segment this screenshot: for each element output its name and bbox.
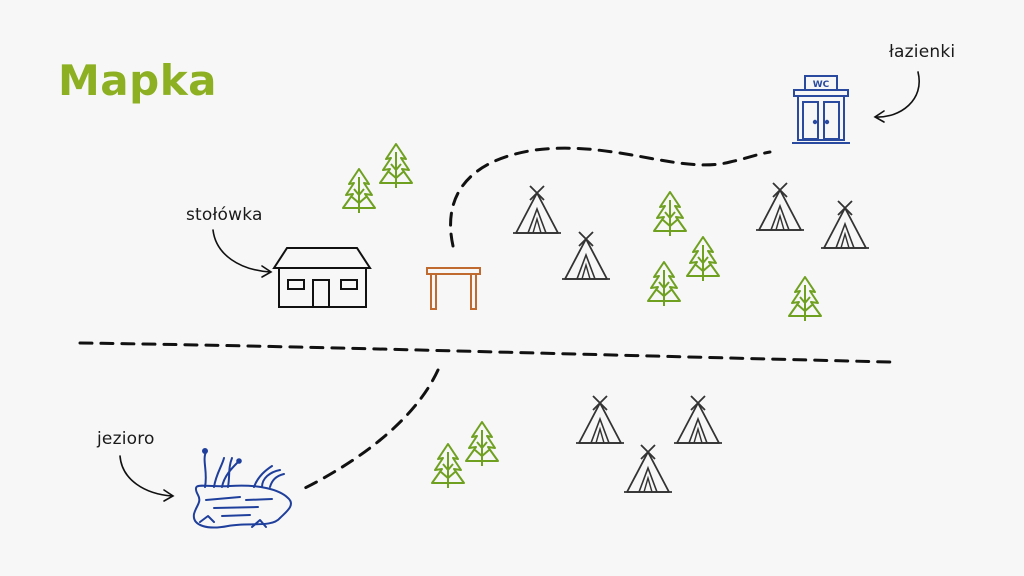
tent-icon <box>575 395 625 444</box>
page-title: Mapka <box>58 56 217 105</box>
arrow-lazienki-head <box>873 110 885 123</box>
tent-icon <box>673 395 723 444</box>
canteen-building-icon <box>272 247 372 308</box>
label-jezioro: jezioro <box>97 429 155 449</box>
lake-icon <box>192 448 292 529</box>
tent-icon <box>512 185 562 234</box>
tree-icon <box>653 191 687 237</box>
label-stolowka: stołówka <box>186 205 263 225</box>
gate-icon <box>426 267 481 310</box>
arrow-jezioro-head <box>163 489 175 502</box>
arrow-lazienki <box>875 71 920 118</box>
tent-icon <box>561 231 611 280</box>
path-main-horizontal <box>78 341 892 364</box>
tree-icon <box>686 236 720 282</box>
paths <box>78 146 892 490</box>
tree-icon <box>431 443 465 489</box>
label-lazienki: łazienki <box>889 42 956 62</box>
tree-icon <box>465 421 499 467</box>
label-arrows <box>119 71 920 502</box>
wc-sign-text: WC <box>813 80 830 90</box>
tent-icon <box>755 182 805 231</box>
tree-icon <box>647 261 681 307</box>
path-to-lake <box>303 368 440 490</box>
arrow-jezioro <box>119 455 173 497</box>
arrow-stolowka-head <box>261 265 273 278</box>
restroom-building-icon <box>792 75 850 144</box>
tree-icon <box>379 143 413 189</box>
tree-icon <box>342 168 376 214</box>
tents <box>512 182 870 493</box>
path-gate-to-restroom <box>449 146 772 248</box>
tent-icon <box>623 444 673 493</box>
tree-icon <box>788 276 822 322</box>
arrow-stolowka <box>212 229 271 273</box>
tent-icon <box>820 200 870 249</box>
